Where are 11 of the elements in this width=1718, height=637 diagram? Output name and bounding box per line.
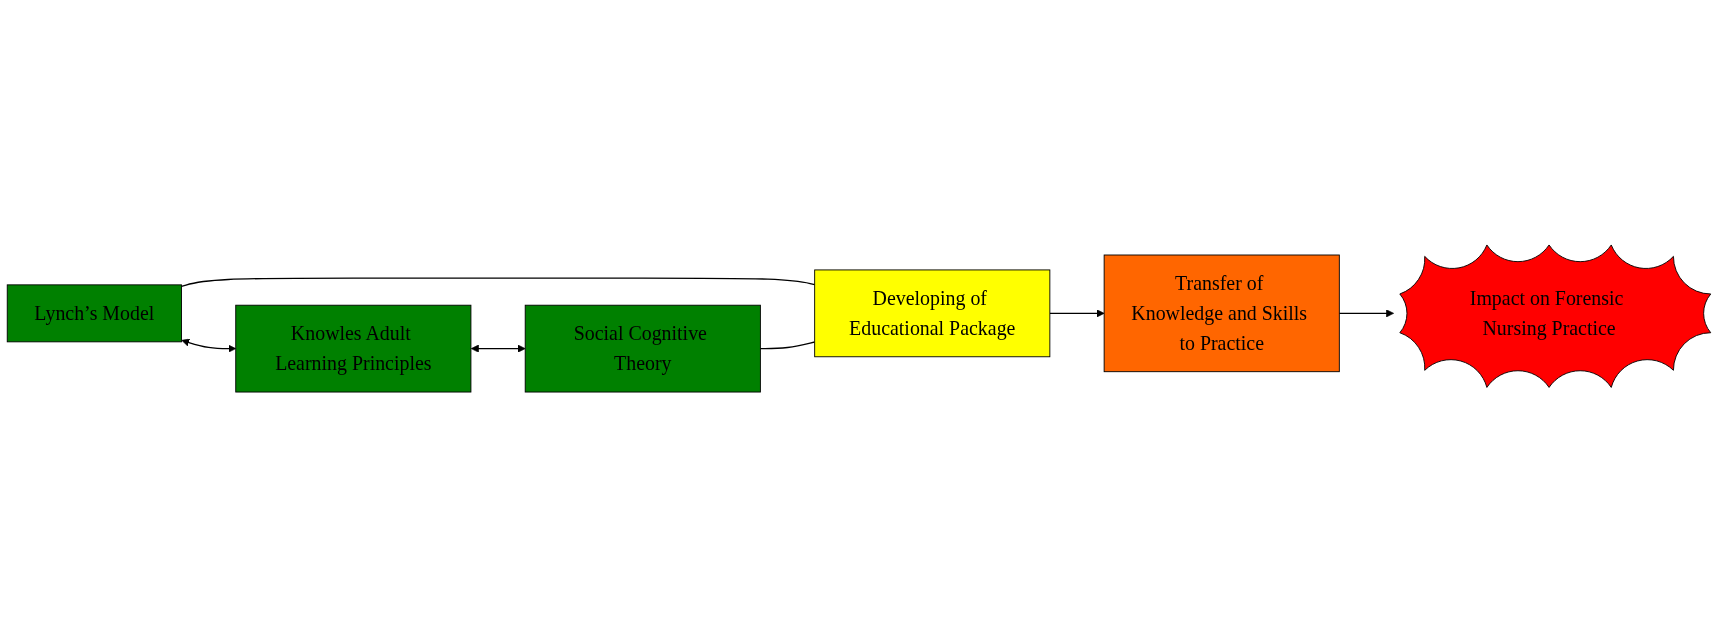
connector [759, 341, 816, 350]
arrow [1049, 309, 1105, 318]
node-box: Developing of Educational Package [814, 269, 1051, 358]
arrow [1338, 309, 1394, 318]
arrow [470, 344, 526, 353]
connector [180, 277, 816, 288]
arrow [181, 338, 237, 353]
node-box: Transfer of Knowledge and Skills to Practice [1103, 254, 1340, 373]
node-box: Social Cognitive Theory [524, 304, 761, 393]
node-box: Lynch’s Model [6, 284, 182, 343]
node-box: Knowles Adult Learning Principles [235, 304, 472, 393]
